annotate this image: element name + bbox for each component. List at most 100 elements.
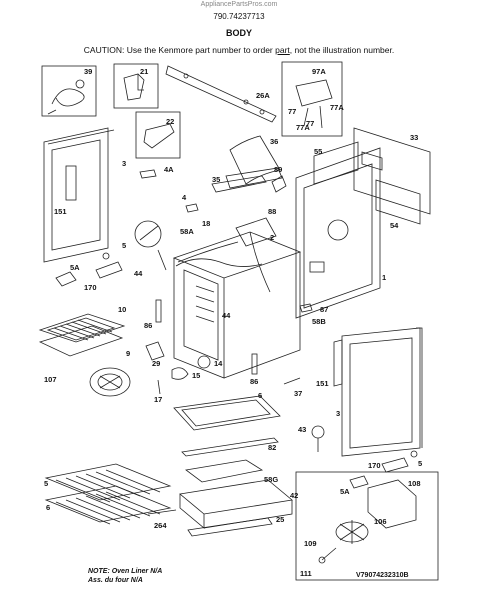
part-box-39: [41, 65, 97, 117]
part-82-bracket: [181, 437, 279, 457]
part-107-fan: [89, 367, 131, 397]
part-170-hinge-right: [381, 457, 409, 473]
caution-underlined: part: [275, 45, 290, 55]
callout-35: 35: [212, 175, 220, 184]
part-151-strip-right: [333, 339, 343, 387]
callout-77a: 77A: [330, 103, 344, 112]
callout-44: 44: [222, 311, 231, 320]
callout-170: 170: [84, 283, 97, 292]
callout-77: 77: [288, 107, 296, 116]
part-58g-insulation: [185, 459, 264, 483]
callout-5: 5: [44, 479, 48, 488]
callout-77: 77: [306, 119, 314, 128]
callout-3: 3: [336, 409, 340, 418]
callout-22: 22: [166, 117, 174, 126]
part-58a-insulation: [175, 258, 263, 267]
callout-89: 89: [274, 165, 282, 174]
callout-58a: 58A: [180, 227, 194, 236]
part-15-lens: [171, 367, 189, 380]
part-86-strip-left: [155, 299, 162, 323]
part-55-cover: [313, 141, 359, 185]
part-2-duct: [235, 217, 277, 247]
part-43-screw: [311, 425, 325, 452]
callout-44: 44: [134, 269, 143, 278]
callout-151: 151: [54, 207, 67, 216]
callout-39: 39: [84, 67, 92, 76]
callout-109: 109: [304, 539, 317, 548]
part-151-door: [43, 127, 115, 263]
callout-264: 264: [154, 521, 167, 530]
part-37-rod: [283, 377, 301, 385]
callout-25: 25: [276, 515, 284, 524]
part-box-convection-motor: [295, 471, 439, 581]
part-170-hinge: [95, 261, 123, 279]
callout-151: 151: [316, 379, 329, 388]
callout-106: 106: [374, 517, 387, 526]
callout-58b: 58B: [312, 317, 326, 326]
callout-6: 6: [46, 503, 50, 512]
callout-14: 14: [214, 359, 223, 368]
caution-suffix: , not the illustration number.: [289, 45, 395, 55]
callout-111: 111: [300, 569, 312, 578]
part-54-cover: [375, 179, 421, 225]
part-oven-rack: [44, 463, 172, 525]
note-line-1: NOTE: Oven Liner N/A: [88, 568, 163, 575]
part-26a-bracket: [165, 65, 277, 123]
part-25-bracket: [187, 517, 273, 537]
part-10-broil-element: [38, 313, 126, 343]
callout-170: 170: [368, 461, 381, 470]
callout-37: 37: [294, 389, 302, 398]
part-18-thermostat: [134, 220, 167, 271]
callout-labels: 39 21 26A 97A 77 77 77A 77A 22 36 33 3 4…: [44, 67, 422, 578]
part-86-strip-right: [251, 353, 258, 375]
callout-10: 10: [118, 305, 126, 314]
callout-21: 21: [140, 67, 148, 76]
callout-86: 86: [144, 321, 152, 330]
part-oven-cavity: [172, 231, 302, 379]
callout-17: 17: [154, 395, 162, 404]
part-14-bulb: [197, 355, 211, 369]
callout-5: 5: [418, 459, 422, 468]
callout-5a: 5A: [70, 263, 80, 272]
part-35-shield: [211, 175, 267, 193]
callout-3: 3: [122, 159, 126, 168]
part-5a-hinge-right: [349, 475, 369, 489]
callout-54: 54: [390, 221, 399, 230]
footer-note: NOTE: Oven Liner N/A Ass. du four N/A: [88, 567, 162, 585]
callout-58g: 58G: [264, 475, 278, 484]
part-17-screw: [157, 379, 161, 395]
callout-107: 107: [44, 375, 57, 384]
callout-6: 6: [258, 391, 262, 400]
callout-43: 43: [298, 425, 306, 434]
part-3-side-panel: [341, 327, 423, 457]
part-89-clip: [271, 175, 287, 193]
part-box-21: [113, 63, 159, 109]
callout-4a: 4A: [164, 165, 174, 174]
caution-text: CAUTION: Use the Kenmore part number to …: [0, 45, 478, 55]
callout-5: 5: [122, 241, 126, 250]
callout-2: 2: [270, 233, 274, 242]
watermark-source: AppliancePartsPros.com: [200, 1, 278, 8]
callout-1: 1: [382, 273, 386, 282]
part-box-97a: [281, 61, 343, 137]
callout-36: 36: [270, 137, 278, 146]
diagram-code: V79074232310B: [356, 572, 409, 579]
callout-87: 87: [320, 305, 328, 314]
part-9-bake-element: [38, 325, 124, 357]
callout-88: 88: [268, 207, 276, 216]
callout-77a: 77A: [296, 123, 310, 132]
part-box-22: [135, 111, 181, 159]
part-5-screw: [102, 252, 110, 260]
part-264-rail: [147, 509, 177, 515]
part-1-back-panel: [295, 147, 381, 319]
callout-42: 42: [290, 491, 298, 500]
part-4-clip: [185, 203, 199, 213]
part-4a-clip: [139, 169, 157, 179]
part-5a-hinge: [55, 271, 77, 287]
callout-33: 33: [410, 133, 418, 142]
model-number: 790.74237713: [213, 12, 265, 21]
callout-97a: 97A: [312, 67, 326, 76]
callout-15: 15: [192, 371, 200, 380]
callout-55: 55: [314, 147, 322, 156]
